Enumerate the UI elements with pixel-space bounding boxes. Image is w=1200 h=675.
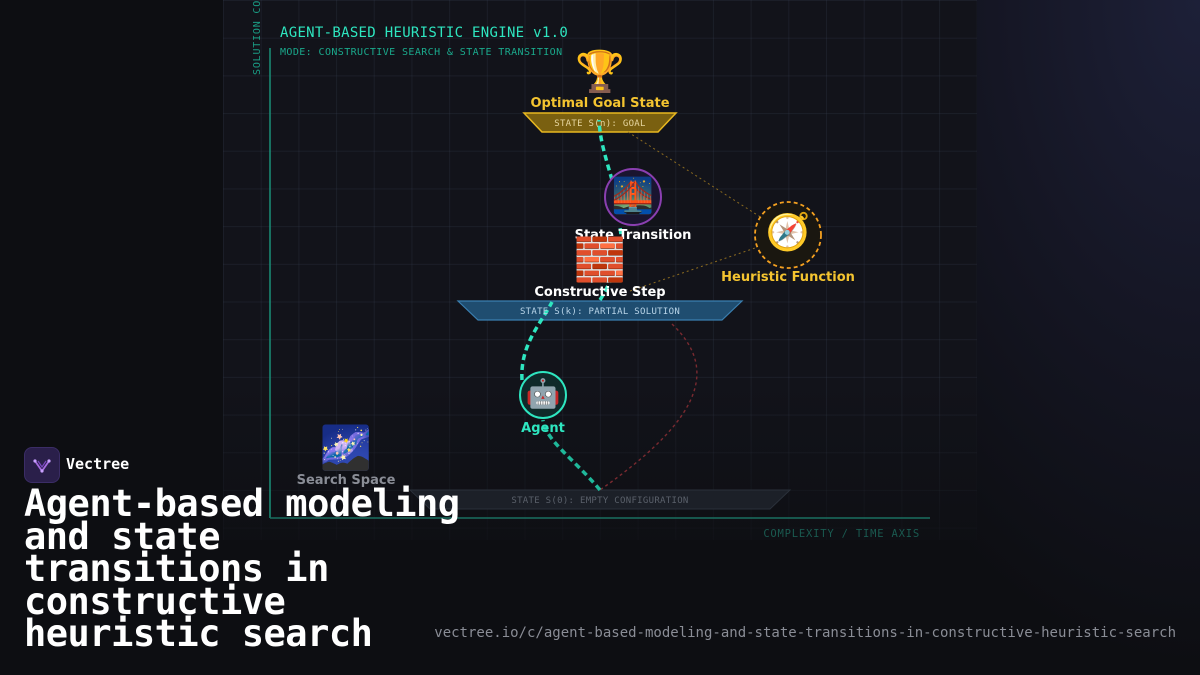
vectree-logo-mark — [33, 459, 51, 473]
vectree-logo-icon[interactable] — [24, 447, 60, 483]
constructive-step-label: Constructive Step — [534, 285, 666, 300]
path-agent-to-partial — [520, 301, 554, 381]
y-axis-label: SOLUTION CO — [252, 0, 263, 75]
path-transition-to-goal — [597, 119, 614, 181]
brick-icon: 🧱 — [573, 235, 627, 284]
robot-icon: 🤖 — [525, 377, 561, 410]
panel-fade — [223, 380, 977, 540]
goal-state-label: Optimal Goal State — [530, 96, 670, 111]
heuristic-function-label: Heuristic Function — [721, 270, 855, 285]
partial-platform-text: STATE S(k): PARTIAL SOLUTION — [519, 307, 681, 317]
path-partial-to-transition — [598, 227, 623, 301]
backtrack-path — [599, 323, 698, 491]
agent-label: Agent — [521, 421, 565, 436]
page-url[interactable]: vectree.io/c/agent-based-modeling-and-st… — [434, 625, 1176, 641]
engine-mode: MODE: CONSTRUCTIVE SEARCH & STATE TRANSI… — [280, 47, 563, 58]
page-headline: Agent-based modeling and state transitio… — [24, 482, 460, 655]
x-axis-label: COMPLEXITY / TIME AXIS — [763, 528, 920, 540]
path-start-to-agent — [541, 419, 602, 492]
state-transition-label: State Transition — [574, 228, 692, 243]
trophy-icon: 🏆 — [575, 49, 625, 95]
brand-name[interactable]: Vectree — [66, 455, 130, 473]
goal-platform-text: STATE S(n): GOAL — [554, 119, 646, 129]
partial-platform — [456, 300, 744, 321]
transition-node-ring — [604, 168, 662, 226]
empty-platform — [408, 489, 792, 510]
galaxy-icon: 🌌 — [319, 423, 373, 472]
empty-platform-text: STATE S(0): EMPTY CONFIGURATION — [511, 496, 689, 506]
engine-title: AGENT-BASED HEURISTIC ENGINE v1.0 — [280, 25, 569, 41]
compass-icon: 🧭 — [765, 212, 811, 253]
heuristic-link-goal — [627, 131, 763, 219]
search-space-label: Search Space — [296, 473, 396, 488]
bridge-icon: 🌉 — [611, 176, 655, 216]
agent-node-ring — [519, 371, 567, 419]
heuristic-node-ring — [754, 201, 822, 269]
goal-platform — [522, 112, 678, 133]
